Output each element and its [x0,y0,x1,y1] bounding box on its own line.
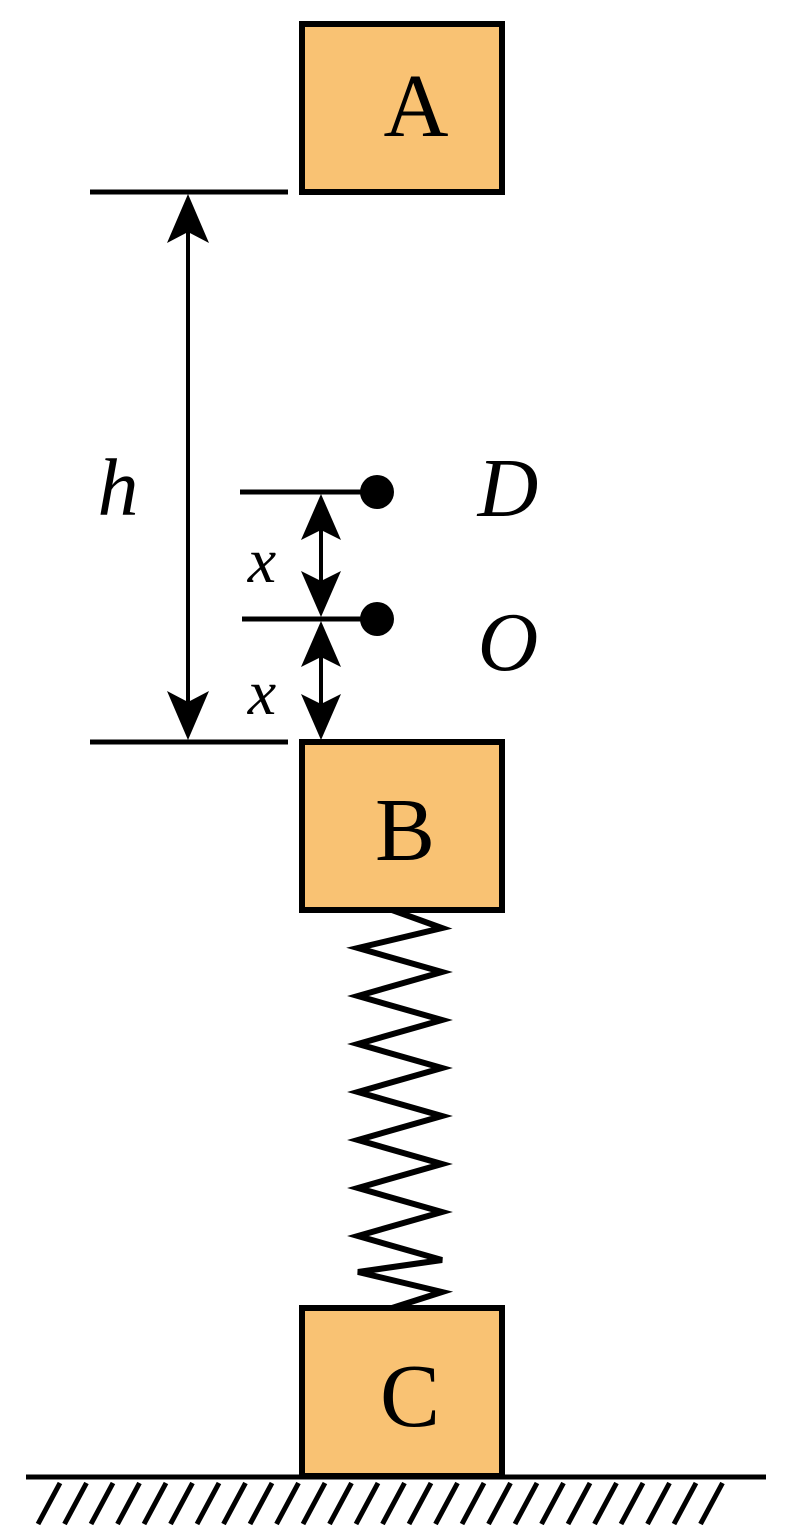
lower-x-dimension-arrow [301,621,341,740]
upper-x-label: x [247,525,276,596]
hatch-mark [539,1481,566,1526]
hatch-mark [459,1481,487,1526]
hatch-mark [433,1481,460,1526]
point-d [240,475,394,509]
hatch-mark [380,1481,407,1526]
arrowhead-up-icon [301,494,341,540]
hatch-mark [486,1481,513,1526]
upper-x-dimension-arrow [301,494,341,617]
point-d-dot [360,475,394,509]
hatch-mark [194,1481,222,1526]
arrowhead-down-icon [301,694,341,740]
block-c: C [299,1305,505,1479]
hatch-mark [645,1481,672,1526]
spring [346,907,454,1311]
hatch-mark [221,1481,248,1526]
point-o [242,602,394,636]
arrowhead-down-icon [167,691,209,740]
hatch-mark [353,1481,381,1526]
point-o-label: O [478,596,539,689]
hatch-mark [671,1481,699,1526]
arrowhead-up-icon [301,621,341,667]
arrowhead-up-icon [167,194,209,243]
hatch-mark [592,1481,619,1526]
height-label: h [98,442,139,533]
hatch-mark [35,1481,63,1526]
block-c-label: C [380,1347,440,1446]
lower-x-label: x [247,657,276,728]
ground [26,1474,766,1526]
block-b: B [299,739,505,913]
hatch-mark [88,1481,116,1526]
hatch-mark [247,1481,275,1526]
hatch-mark [406,1481,434,1526]
hatch-mark [62,1481,89,1526]
point-o-dot [360,602,394,636]
block-a-label: A [384,57,449,156]
block-b-label: B [375,781,435,880]
hatch-mark [274,1481,301,1526]
ground-hatching [35,1481,725,1526]
hatch-mark [141,1481,169,1526]
arrowhead-down-icon [301,571,341,617]
hatch-mark [512,1481,540,1526]
hatch-mark [618,1481,646,1526]
point-d-label: D [477,442,539,535]
hatch-mark [327,1481,354,1526]
block-a: A [299,21,505,195]
hatch-mark [168,1481,195,1526]
hatch-mark [300,1481,328,1526]
hatch-mark [698,1481,725,1526]
hatch-mark [565,1481,593,1526]
height-dimension-arrow [167,194,209,740]
hatch-mark [115,1481,142,1526]
